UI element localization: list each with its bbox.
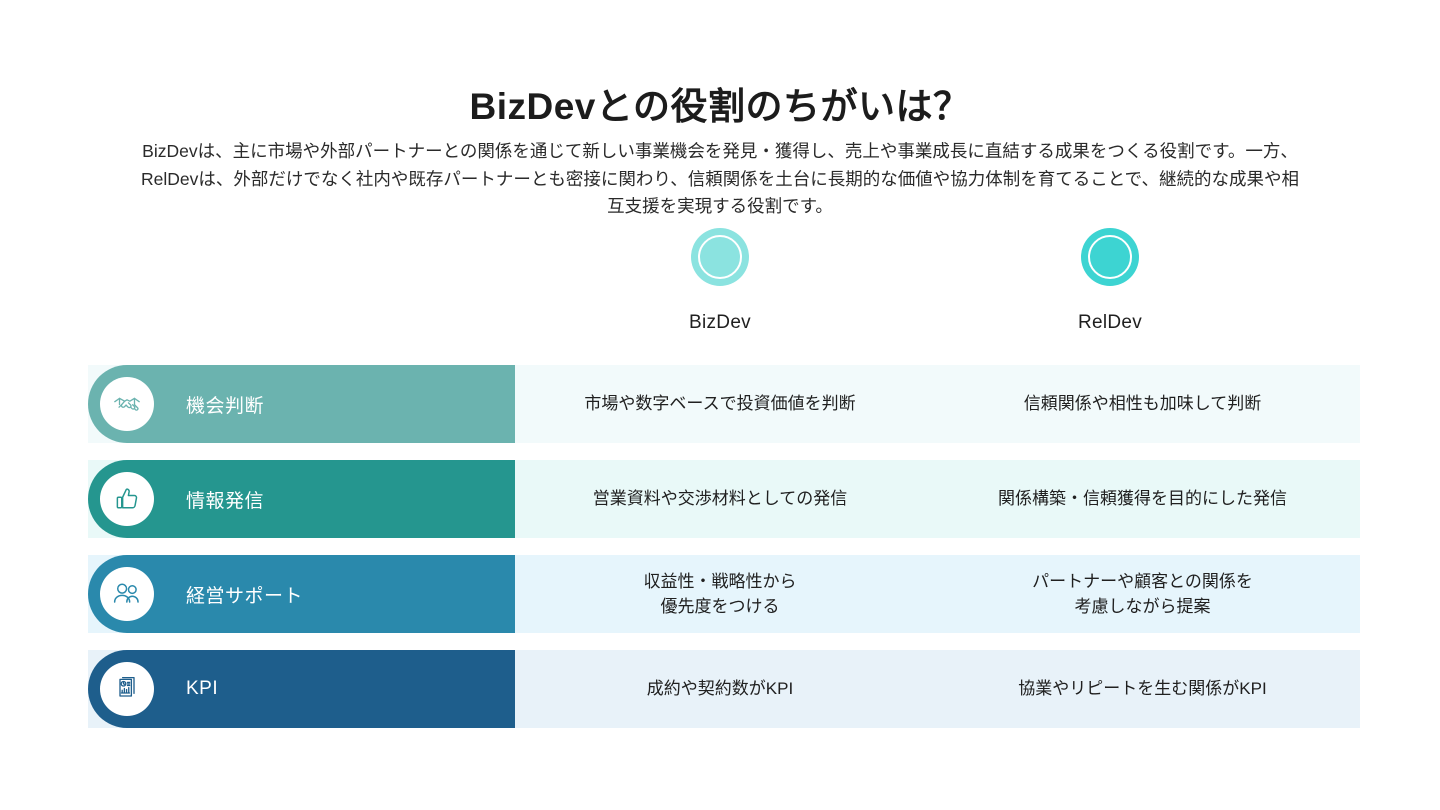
column-header-bizdev: BizDev [610,228,830,334]
cell-bizdev: 営業資料や交渉材料としての発信 [515,460,925,538]
cell-bizdev: 収益性・戦略性から優先度をつける [515,555,925,633]
column-header-reldev-label: RelDev [1077,312,1143,333]
cell-text: 成約や契約数がKPI [646,679,794,699]
table-row: 経営サポート 収益性・戦略性から優先度をつける パートナーや顧客との関係を考慮しなが… [88,555,1360,633]
table-row: KPI 成約や契約数がKPI 協業やリピートを生む関係がKPI [88,650,1360,728]
lead-paragraph: BizDevは、主に市場や外部パートナーとの関係を通じて新しい事業機会を発見・獲… [141,141,1299,217]
row-category-label: 経営サポート [186,585,304,607]
cell-text: パートナーや顧客との関係を考慮しながら提案 [1032,571,1253,617]
cell-text: 市場や数字ベースで投資価値を判断 [584,394,856,414]
cell-text: 関係構築・信頼獲得を目的にした発信 [998,489,1287,509]
row-category-pill[interactable]: KPI [88,650,515,728]
cell-text: 収益性・戦略性から優先度をつける [643,571,797,617]
row-category-label: 機会判断 [186,395,265,417]
thumbs-up-icon [100,472,154,526]
cell-reldev: 信頼関係や相性も加味して判断 [925,365,1360,443]
row-category-pill[interactable]: 機会判断 [88,365,515,443]
cell-reldev: パートナーや顧客との関係を考慮しながら提案 [925,555,1360,633]
table-row: 情報発信 営業資料や交渉材料としての発信 関係構築・信頼獲得を目的にした発信 [88,460,1360,538]
cell-text: 営業資料や交渉材料としての発信 [592,489,848,509]
handshake-icon [100,377,154,431]
column-header-reldev: RelDev [1000,228,1220,334]
people-icon [100,567,154,621]
page-title: BizDevとの役割のちがいは？ [469,86,971,127]
cell-reldev: 関係構築・信頼獲得を目的にした発信 [925,460,1360,538]
cell-text: 協業やリピートを生む関係がKPI [1018,679,1267,699]
report-chart-icon [100,662,154,716]
cell-bizdev: 市場や数字ベースで投資価値を判断 [515,365,925,443]
table-row: 機会判断 市場や数字ベースで投資価値を判断 信頼関係や相性も加味して判断 [88,365,1360,443]
cell-reldev: 協業やリピートを生む関係がKPI [925,650,1360,728]
row-category-pill[interactable]: 経営サポート [88,555,515,633]
row-category-label: KPI [186,678,219,699]
bizdev-dot-icon [691,228,749,286]
row-category-pill[interactable]: 情報発信 [88,460,515,538]
row-category-label: 情報発信 [186,490,265,512]
cell-text: 信頼関係や相性も加味して判断 [1023,394,1262,414]
reldev-dot-icon [1081,228,1139,286]
column-header-bizdev-label: BizDev [689,312,751,333]
cell-bizdev: 成約や契約数がKPI [515,650,925,728]
comparison-matrix: 機会判断 市場や数字ベースで投資価値を判断 信頼関係や相性も加味して判断情報発信 営業… [88,365,1360,728]
